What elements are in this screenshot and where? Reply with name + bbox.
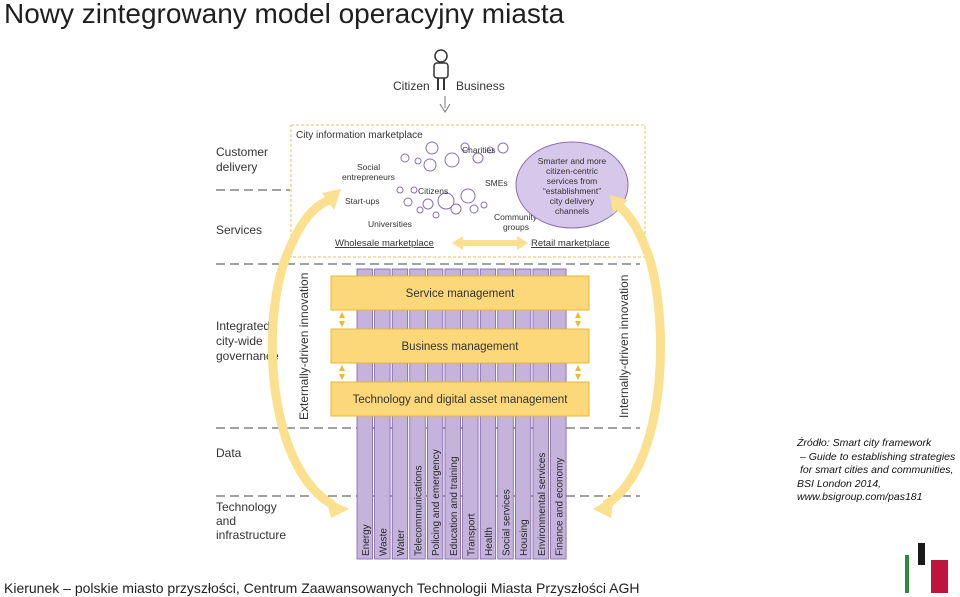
smarter-services-text: Smarter and more citizen-centric service…: [538, 156, 607, 216]
externally-driven-innovation-label: Externally-driven innovation: [297, 273, 311, 420]
source-line-1: Źródło: Smart city framework: [797, 437, 932, 449]
business-management-label: Business management: [402, 341, 520, 353]
universities-label: Universities: [368, 219, 412, 229]
integrated-label-2: city-wide: [216, 334, 263, 348]
source-line-5: www.bsigroup.com/pas181: [797, 491, 923, 504]
social-entrepreneurs-label: Social: [357, 162, 380, 172]
svg-text:“establishment”: “establishment”: [543, 186, 601, 196]
source-line-4: BSI London 2014,: [797, 477, 882, 490]
business-label: Business: [456, 79, 505, 93]
management-layers: Service management Business management T…: [330, 275, 590, 417]
silo-label: Housing: [519, 519, 530, 556]
silo-label: Education and training: [449, 456, 460, 556]
double-arrow-icon: [452, 236, 528, 250]
integrated-label-3: governance: [216, 349, 279, 363]
svg-text:channels: channels: [555, 206, 589, 216]
service-management-layer: [330, 275, 590, 311]
retail-marketplace-label: Retail marketplace: [531, 238, 610, 249]
silo-label: Health: [484, 527, 495, 556]
smarter-services-ellipse: [515, 141, 629, 229]
social-entrepreneurs-label-2: entrepreneurs: [342, 172, 395, 182]
integrated-label: Integrated: [216, 319, 270, 333]
footer-text: Kierunek – polskie miasto przyszłości, C…: [4, 580, 640, 596]
technology-management-label: Technology and digital asset management: [353, 394, 569, 406]
silo-label: Telecommunications: [414, 465, 425, 556]
services-label: Services: [216, 223, 262, 237]
svg-text:city delivery: city delivery: [550, 196, 595, 206]
citizen-label: Citizen: [393, 79, 430, 93]
technology-label: Technology: [216, 500, 277, 514]
svg-text:citizen-centric: citizen-centric: [546, 166, 599, 176]
source-line-2: – Guide to establishing strategies: [800, 450, 956, 463]
citizens-label: Citizens: [418, 186, 448, 196]
page-title: Nowy zintegrowany model operacyjny miast…: [4, 0, 565, 29]
startups-label: Start-ups: [345, 196, 380, 206]
silo-label: Environmental services: [537, 453, 548, 556]
smes-label: SMEs: [485, 178, 508, 188]
silo-label: Water: [396, 529, 407, 556]
silo-label: Waste: [378, 528, 389, 556]
arrowhead-icon: [439, 103, 451, 113]
silo-label: Finance and economy: [554, 458, 565, 556]
silo-label: Transport: [466, 513, 477, 556]
silo-label: Energy: [361, 524, 372, 556]
innovation-arrows: [267, 189, 666, 518]
charities-label: Charities: [462, 145, 496, 155]
customer-delivery-label: Customer: [216, 145, 268, 159]
technology-label-2: and: [216, 514, 236, 528]
data-label: Data: [216, 446, 242, 460]
silo-label: Policing and emergency: [431, 449, 442, 556]
technology-management-layer: [330, 381, 590, 417]
agh-logo: [898, 543, 953, 593]
source-line-3: for smart cities and communities,: [800, 464, 954, 477]
svg-text:Smarter and more: Smarter and more: [538, 156, 607, 166]
internally-driven-innovation-label: Internally-driven innovation: [617, 275, 631, 418]
community-groups-label: Community: [494, 212, 538, 222]
business-management-layer: [330, 328, 590, 364]
marketplace-title: City information marketplace: [296, 130, 423, 141]
svg-text:services from: services from: [547, 176, 598, 186]
service-management-label: Service management: [406, 288, 515, 300]
wholesale-marketplace-label: Wholesale marketplace: [335, 238, 434, 249]
technology-label-3: infrastructure: [216, 528, 286, 542]
person-icon: [433, 49, 449, 90]
customer-delivery-label-2: delivery: [216, 160, 257, 174]
source-citation: Źródło: Smart city framework – Guide to …: [797, 437, 960, 505]
silo-label: Social services: [502, 489, 513, 556]
community-groups-label-2: groups: [503, 222, 529, 232]
community-bubbles: [396, 141, 509, 219]
